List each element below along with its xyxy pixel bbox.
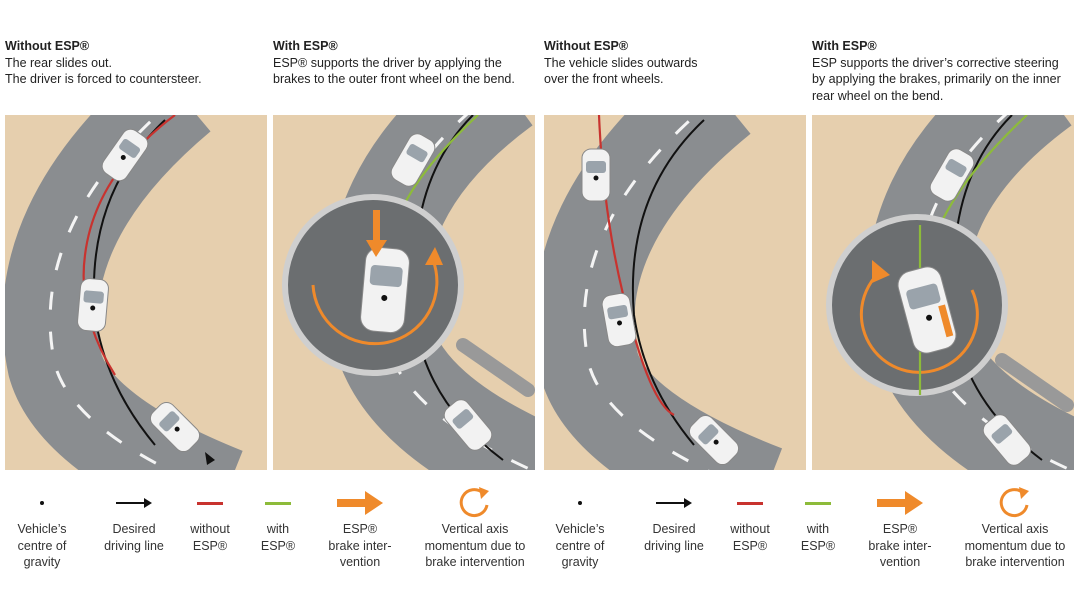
legend-label: Vehicle’s centre of gravity <box>17 522 67 569</box>
car-icon <box>897 266 957 354</box>
legend-item-centre-of-gravity: Vehicle’s centre of gravity <box>0 485 102 571</box>
red-line-icon <box>737 501 763 505</box>
caption-text: ESP® supports the driver by applying the… <box>273 55 515 87</box>
legend-label: Vertical axis momentum due to brake inte… <box>424 522 526 569</box>
car-icon <box>360 246 410 334</box>
caption-2: With ESP® ESP® supports the driver by ap… <box>273 38 515 88</box>
black-arrow-icon <box>656 498 692 508</box>
legend: Vehicle’s centre of gravity Desired driv… <box>0 485 1078 595</box>
caption-text: The rear slides out. The driver is force… <box>5 55 202 87</box>
car-icon <box>688 414 740 466</box>
legend-item-with-esp: with ESP® <box>758 485 878 554</box>
legend-label: with ESP® <box>260 522 296 553</box>
car-icon <box>443 399 493 451</box>
red-line-icon <box>197 501 223 505</box>
car-icon <box>149 401 201 453</box>
caption-title: Without ESP® <box>5 39 90 53</box>
legend-label: with ESP® <box>800 522 836 553</box>
legend-item-vertical-axis-momentum: Vertical axis momentum due to brake inte… <box>955 485 1075 571</box>
legend-item-centre-of-gravity: Vehicle’s centre of gravity <box>520 485 640 571</box>
legend-item-without-esp: without ESP® <box>150 485 270 554</box>
legend-item-desired-driving-line: Desired driving line <box>614 485 734 554</box>
green-line-icon <box>265 501 291 505</box>
rotation-arrow-icon <box>999 487 1029 518</box>
car-icon <box>77 278 109 332</box>
car-icon <box>101 128 149 182</box>
magnifier-handle-icon <box>456 338 535 397</box>
legend-item-brake-intervention: ESP® brake inter- vention <box>840 485 960 571</box>
legend-label: Vertical axis momentum due to brake inte… <box>964 522 1066 569</box>
legend-item-without-esp: without ESP® <box>690 485 810 554</box>
car-icon <box>929 148 975 202</box>
legend-label: Vehicle’s centre of gravity <box>555 522 605 569</box>
legend-item-vertical-axis-momentum: Vertical axis momentum due to brake inte… <box>415 485 535 571</box>
car-icon <box>581 148 611 202</box>
legend-label: Desired driving line <box>644 522 704 553</box>
orange-arrow-icon <box>877 491 923 515</box>
black-arrow-icon <box>116 498 152 508</box>
magnifier-handle-icon <box>995 353 1074 412</box>
diagram-panel-oversteer-without-esp <box>5 115 267 470</box>
caption-title: With ESP® <box>273 39 338 53</box>
diagram-panel-oversteer-with-esp <box>273 115 535 470</box>
legend-label: without ESP® <box>730 522 770 553</box>
car-icon <box>982 414 1032 466</box>
diagram-panel-understeer-with-esp <box>812 115 1074 470</box>
caption-text: The vehicle slides outwards over the fro… <box>544 55 698 87</box>
orange-arrow-icon <box>337 491 383 515</box>
dot-icon <box>40 501 44 505</box>
legend-label: without ESP® <box>190 522 230 553</box>
legend-item-desired-driving-line: Desired driving line <box>74 485 194 554</box>
caption-1: Without ESP® The rear slides out. The dr… <box>5 38 202 88</box>
legend-item-brake-intervention: ESP® brake inter- vention <box>300 485 420 571</box>
car-icon <box>601 292 637 348</box>
caption-title: Without ESP® <box>544 39 629 53</box>
diagram-panel-understeer-without-esp <box>544 115 806 470</box>
legend-label: ESP® brake inter- vention <box>868 522 932 569</box>
caption-4: With ESP® ESP supports the driver’s corr… <box>812 38 1061 104</box>
rotation-arrow-icon <box>459 487 489 518</box>
legend-label: Desired driving line <box>104 522 164 553</box>
caption-text: ESP supports the driver’s corrective ste… <box>812 55 1061 103</box>
green-line-icon <box>805 501 831 505</box>
dot-icon <box>578 501 582 505</box>
caption-title: With ESP® <box>812 39 877 53</box>
caption-3: Without ESP® The vehicle slides outwards… <box>544 38 698 88</box>
legend-item-with-esp: with ESP® <box>218 485 338 554</box>
car-icon <box>390 133 436 187</box>
legend-label: ESP® brake inter- vention <box>328 522 392 569</box>
